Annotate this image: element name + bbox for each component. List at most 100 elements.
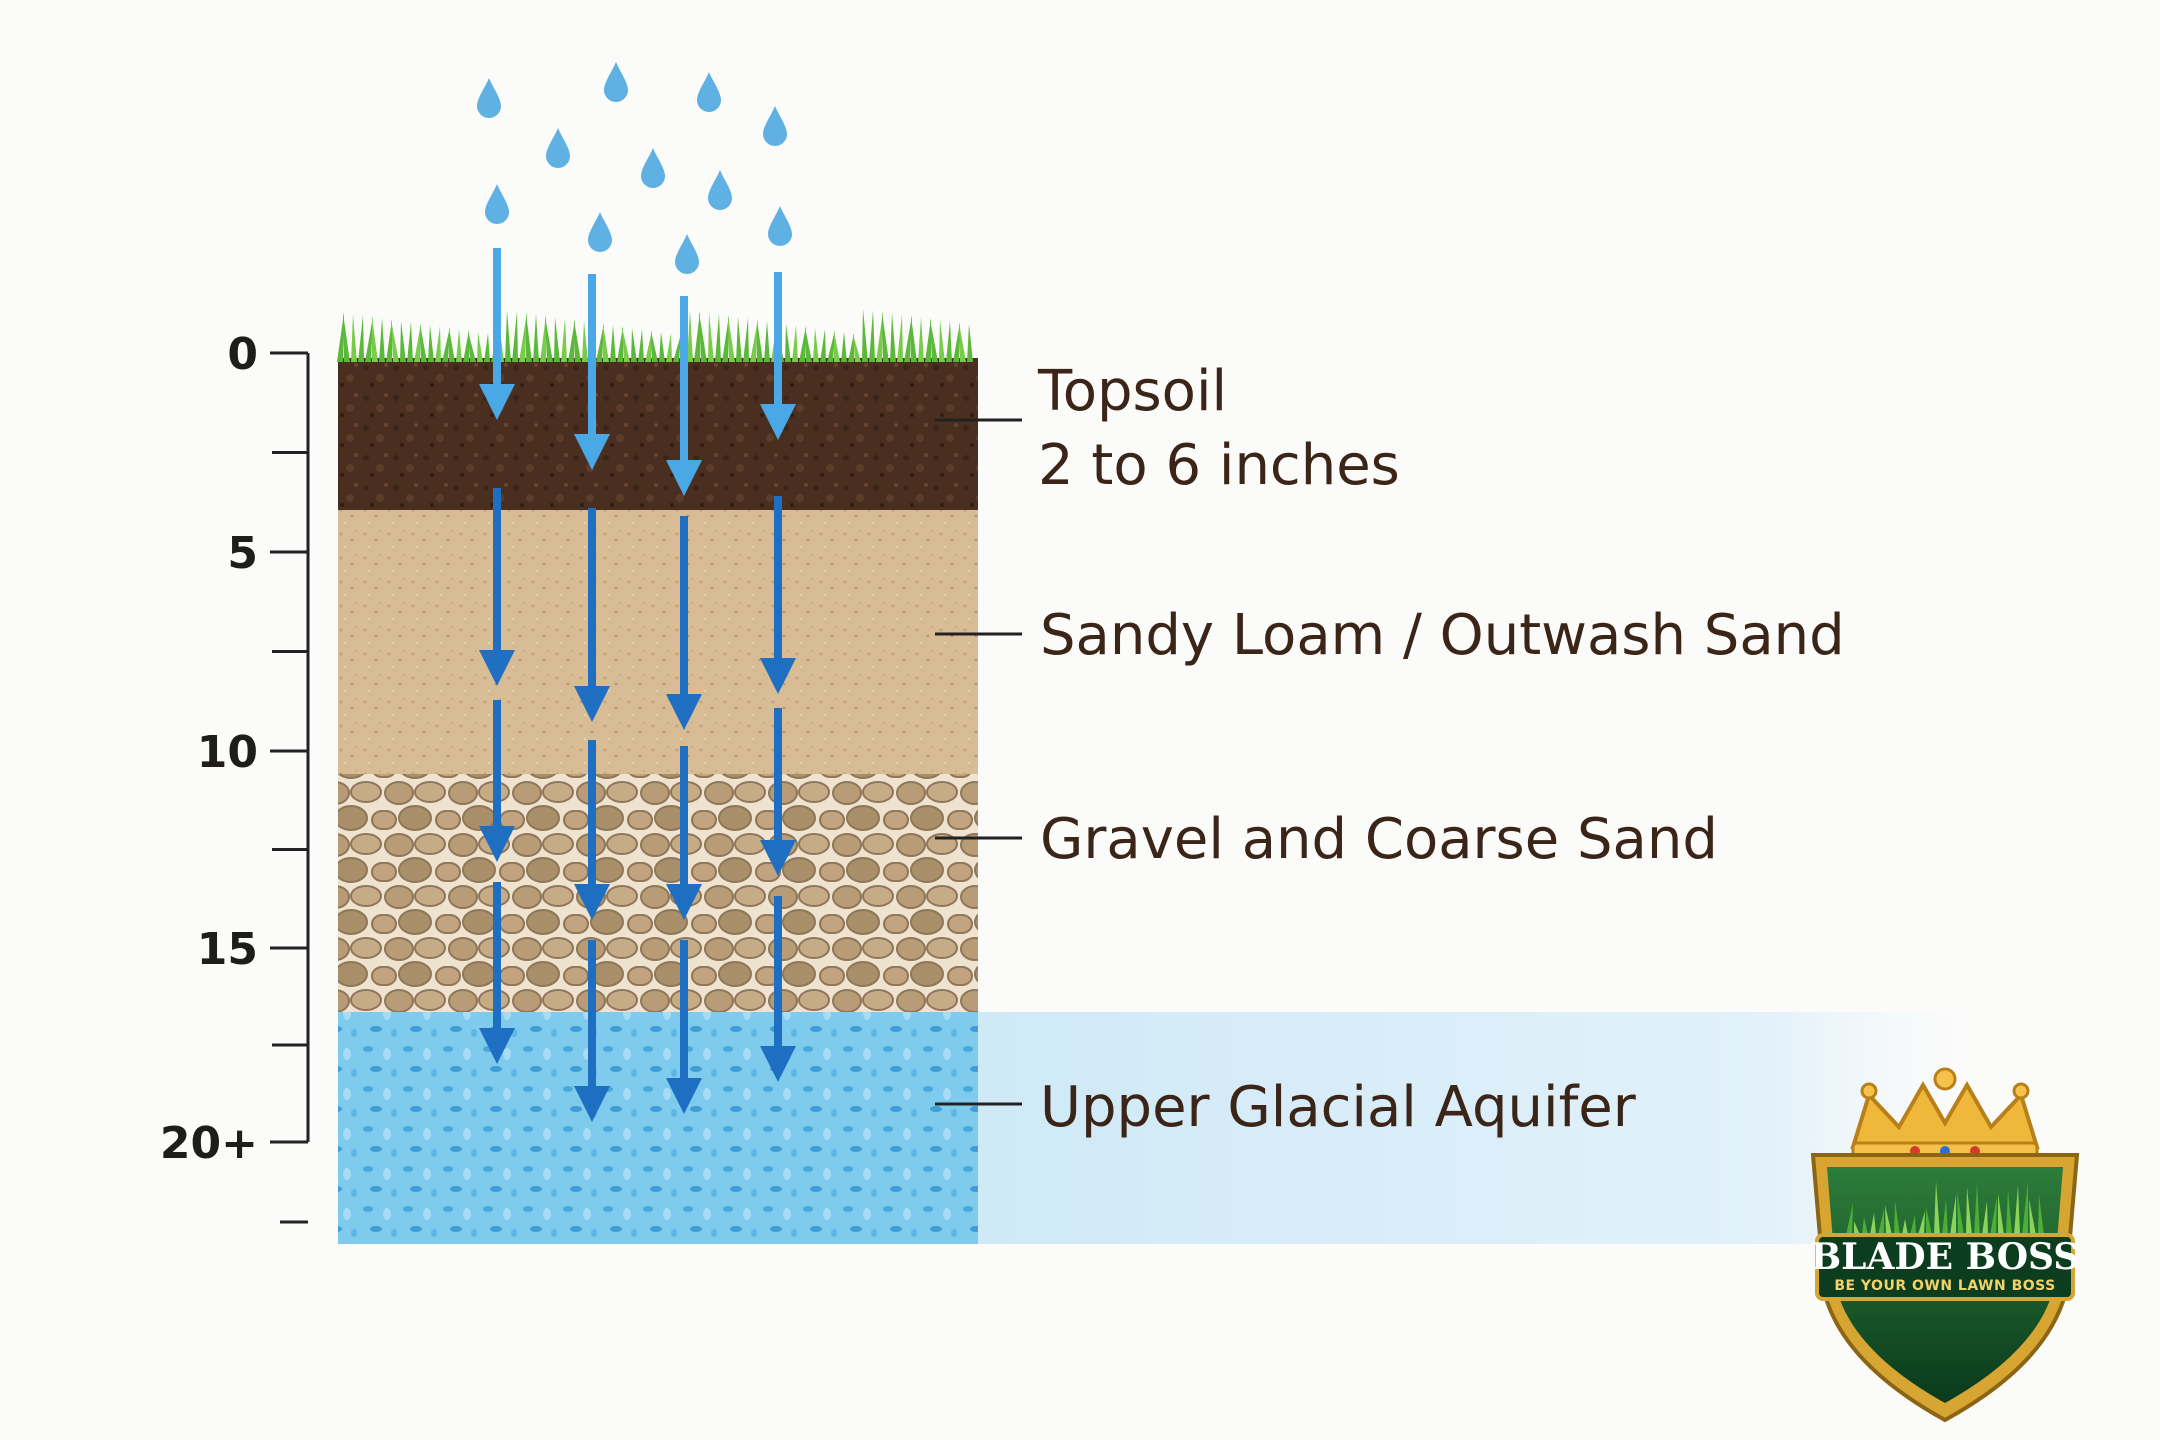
grass-blade (596, 323, 604, 362)
depth-label: 0 (227, 329, 258, 380)
raindrop-icon (763, 106, 787, 146)
grass (337, 309, 973, 362)
raindrop-icon (604, 62, 628, 102)
infiltration-arrow-head (574, 1086, 610, 1122)
infiltration-arrow-shaft (588, 940, 596, 1092)
logo-grass-blade (2022, 1181, 2028, 1235)
logo-grass-blade (1902, 1219, 1908, 1235)
raindrop-icon (675, 234, 699, 274)
raindrop-icon (641, 148, 665, 188)
raindrop-icon (546, 128, 570, 168)
infiltration-arrow-head (479, 650, 515, 686)
label-topsoil-depth: 2 to 6 inches (1038, 433, 1400, 498)
logo-grass-blade (1910, 1215, 1916, 1235)
grass-blade (897, 314, 903, 362)
raindrop-icon (768, 206, 792, 246)
grass-blade (574, 320, 581, 362)
grass-blade (386, 319, 392, 362)
grass-blade (463, 330, 469, 362)
grass-blade (750, 319, 758, 362)
infiltration-arrow-shaft (588, 274, 596, 440)
label-gravel: Gravel and Coarse Sand (1040, 807, 1718, 872)
infiltration-arrow-head (574, 434, 610, 470)
grass-blade (610, 325, 616, 362)
grass-blade (764, 321, 770, 362)
grass-blade (638, 329, 644, 362)
logo-grass-blade (1862, 1217, 1868, 1235)
grass-blade (351, 314, 357, 362)
grass-blade (505, 310, 511, 362)
logo-grass-blade (1934, 1181, 1940, 1235)
grass-blade (343, 313, 350, 362)
grass-blade (820, 329, 826, 362)
logo-title: BLADE BOSS (1811, 1236, 2080, 1278)
grass-blade (946, 321, 952, 362)
raindrop-icon (477, 78, 501, 118)
grass-blade (805, 327, 812, 362)
label-sandy-loam: Sandy Loam / Outwash Sand (1040, 603, 1845, 668)
grass-blade (728, 316, 735, 362)
raindrop-icon (485, 184, 509, 224)
infiltration-arrow-shaft (774, 708, 782, 846)
infiltration-arrow-head (760, 404, 796, 440)
infiltration-arrow-head (666, 694, 702, 730)
grass-blade (715, 314, 721, 362)
grass-blade (792, 325, 798, 362)
raindrop-icon (697, 72, 721, 112)
grass-blade (799, 326, 806, 362)
layer-labels: Topsoil 2 to 6 inches Sandy Loam / Outwa… (935, 359, 1845, 1140)
infiltration-arrow-head (760, 1046, 796, 1082)
grass-blade (449, 328, 455, 362)
grass-blade (959, 323, 966, 362)
grass-blade (666, 333, 672, 362)
infiltration-arrow-shaft (680, 516, 688, 700)
grass-blade (379, 318, 385, 362)
grass-blade (568, 319, 575, 362)
grass-blade (853, 334, 861, 362)
logo-grass-blade (1966, 1187, 1972, 1235)
grass-blade (918, 317, 924, 362)
grass-blade (953, 322, 960, 362)
logo-grass-blade (1950, 1195, 1956, 1235)
logo-grass-blade (1894, 1201, 1900, 1235)
grass-blade (603, 324, 609, 362)
infiltration-arrow-shaft (774, 496, 782, 664)
grass-blade (372, 317, 378, 362)
grass-blade (442, 327, 450, 362)
layer-aquifer (338, 1012, 978, 1244)
infiltration-arrow-head (666, 884, 702, 920)
infiltration-arrow-shaft (493, 488, 501, 656)
grass-blade (561, 318, 567, 362)
logo-grass-blade (1974, 1183, 1980, 1235)
depth-label: 20+ (160, 1118, 258, 1169)
grass-blade (911, 316, 917, 362)
soil-column (338, 358, 978, 1244)
grass-blade (337, 312, 344, 362)
infiltration-arrow-shaft (774, 896, 782, 1052)
grass-blade (477, 332, 483, 362)
logo-grass-blade (1885, 1205, 1892, 1235)
depth-label: 15 (197, 924, 258, 975)
grass-blade (862, 309, 868, 362)
grass-blade (631, 328, 637, 362)
infiltration-arrow-head (666, 460, 702, 496)
logo-grass-blade (1926, 1207, 1932, 1235)
logo-grass-blade (2014, 1185, 2020, 1235)
infiltration-arrow-shaft (493, 248, 501, 390)
infiltration-arrow-shaft (680, 746, 688, 890)
grass-blade (827, 330, 835, 362)
aquifer-band (975, 1012, 1970, 1244)
raindrop-icon (708, 170, 732, 210)
infiltration-arrow-head (760, 840, 796, 876)
grass-blade (358, 315, 364, 362)
infiltration-arrow-shaft (680, 296, 688, 466)
grass-blade (841, 332, 847, 362)
infiltration-arrow-shaft (588, 740, 596, 890)
grass-blade (890, 313, 896, 362)
grass-blade (407, 322, 413, 362)
infiltration-arrow-shaft (493, 882, 501, 1034)
logo-grass-blade (1957, 1191, 1964, 1235)
layer-gravel (338, 774, 978, 1012)
grass-blade (694, 311, 700, 362)
grass-blade (651, 331, 658, 362)
